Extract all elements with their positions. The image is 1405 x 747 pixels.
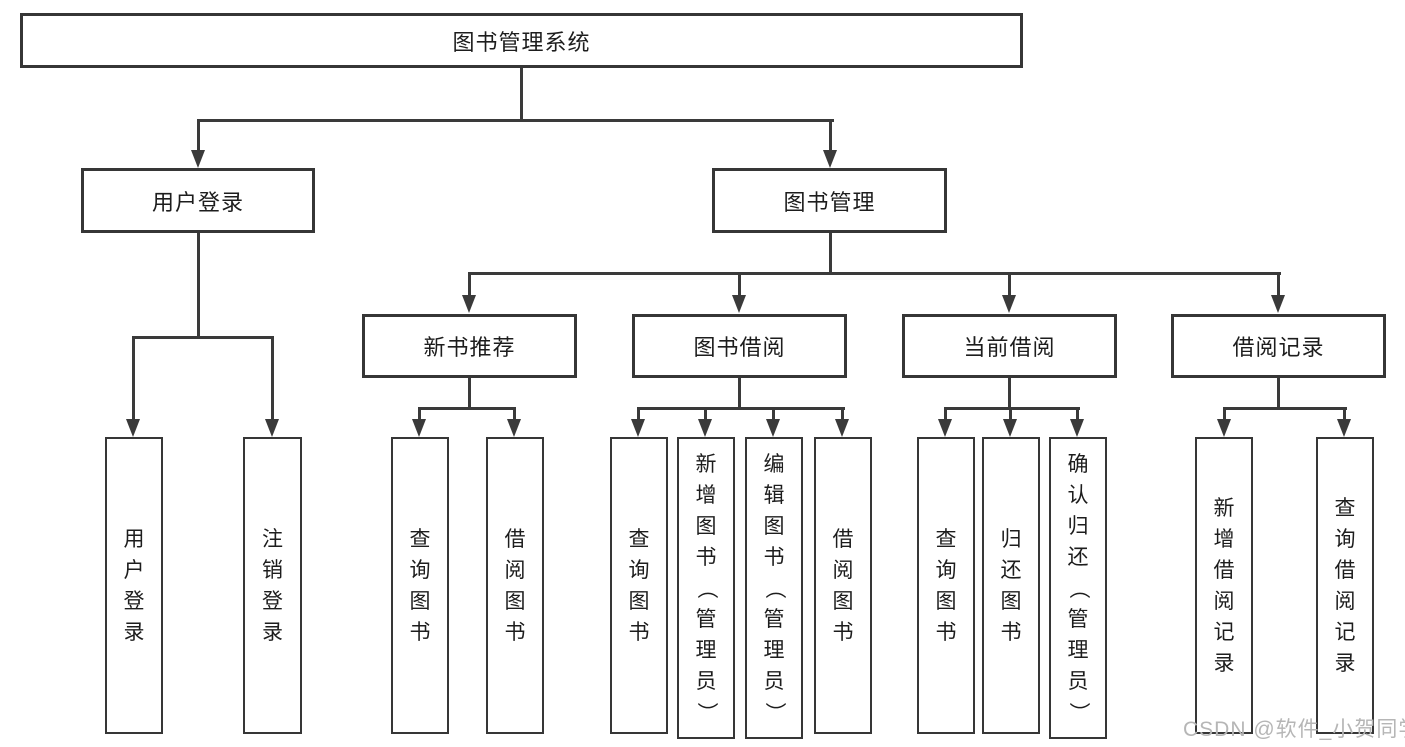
arrowhead-down-icon xyxy=(766,419,780,437)
leaf-query-book-1: 查询图书 xyxy=(391,437,449,734)
node-book-management: 图书管理 xyxy=(712,168,947,233)
leaf-user-login-label: 用户登录 xyxy=(123,527,145,644)
leaf-borrow-book-1: 借阅图书 xyxy=(486,437,544,734)
connector-line xyxy=(944,407,947,421)
leaf-logout: 注销登录 xyxy=(243,437,302,734)
connector-line xyxy=(271,336,274,421)
leaf-confirm-return-admin: 确认归还（管理员） xyxy=(1049,437,1107,739)
arrowhead-down-icon xyxy=(1003,419,1017,437)
connector-line xyxy=(418,407,421,421)
leaf-borrow-book-2: 借阅图书 xyxy=(814,437,872,734)
node-book-management-label: 图书管理 xyxy=(783,189,876,215)
connector-line xyxy=(132,336,274,339)
connector-line xyxy=(637,407,640,421)
arrowhead-down-icon xyxy=(1271,295,1285,313)
csdn-watermark: CSDN @软件_小贺同学 xyxy=(1183,718,1405,741)
arrowhead-down-icon xyxy=(1002,295,1016,313)
arrowhead-down-icon xyxy=(126,419,140,437)
leaf-borrow-book-1-label: 借阅图书 xyxy=(504,527,526,644)
connector-line xyxy=(468,272,471,297)
leaf-add-book-admin: 新增图书（管理员） xyxy=(677,437,735,739)
connector-line xyxy=(418,407,516,410)
leaf-return-book: 归还图书 xyxy=(982,437,1040,734)
leaf-query-book-3-label: 查询图书 xyxy=(935,527,957,644)
connector-line xyxy=(841,407,844,421)
node-user-login-label: 用户登录 xyxy=(151,189,244,215)
node-new-book-recommend-label: 新书推荐 xyxy=(423,335,516,360)
connector-line xyxy=(513,407,516,421)
leaf-query-book-3: 查询图书 xyxy=(917,437,975,734)
connector-line xyxy=(1223,407,1347,410)
connector-line xyxy=(1009,407,1012,421)
arrowhead-down-icon xyxy=(462,295,476,313)
connector-line xyxy=(1277,272,1280,297)
connector-line xyxy=(1008,272,1011,297)
arrowhead-down-icon xyxy=(1070,419,1084,437)
arrowhead-down-icon xyxy=(823,150,837,168)
arrowhead-down-icon xyxy=(1337,419,1351,437)
connector-line xyxy=(1277,378,1280,407)
connector-line xyxy=(468,378,471,407)
node-current-borrow-label: 当前借阅 xyxy=(963,335,1056,360)
leaf-edit-book-admin-label: 编辑图书（管理员） xyxy=(762,452,786,723)
leaf-query-borrow-record: 查询借阅记录 xyxy=(1316,437,1374,734)
connector-line xyxy=(704,407,707,421)
leaf-user-login: 用户登录 xyxy=(105,437,163,734)
connector-line xyxy=(1223,407,1226,421)
leaf-query-book-2: 查询图书 xyxy=(610,437,668,734)
arrowhead-down-icon xyxy=(507,419,521,437)
arrowhead-down-icon xyxy=(412,419,426,437)
leaf-add-borrow-record-label: 新增借阅记录 xyxy=(1213,496,1235,675)
connector-line xyxy=(1076,407,1079,421)
connector-line xyxy=(1343,407,1346,421)
leaf-borrow-book-2-label: 借阅图书 xyxy=(832,527,854,644)
node-borrow-records: 借阅记录 xyxy=(1171,314,1386,378)
connector-line xyxy=(637,407,845,410)
leaf-add-borrow-record: 新增借阅记录 xyxy=(1195,437,1253,734)
node-current-borrow: 当前借阅 xyxy=(902,314,1117,378)
connector-line xyxy=(1008,378,1011,407)
connector-line xyxy=(829,233,832,272)
connector-line xyxy=(132,336,135,421)
arrowhead-down-icon xyxy=(1217,419,1231,437)
connector-line xyxy=(772,407,775,421)
node-book-borrow: 图书借阅 xyxy=(632,314,847,378)
arrowhead-down-icon xyxy=(732,295,746,313)
node-new-book-recommend: 新书推荐 xyxy=(362,314,577,378)
leaf-logout-label: 注销登录 xyxy=(262,527,283,644)
arrowhead-down-icon xyxy=(938,419,952,437)
connector-line xyxy=(468,272,1281,275)
node-book-borrow-label: 图书借阅 xyxy=(693,335,786,360)
connector-line xyxy=(829,119,832,152)
node-borrow-records-label: 借阅记录 xyxy=(1232,335,1325,360)
connector-line xyxy=(197,119,200,152)
leaf-edit-book-admin: 编辑图书（管理员） xyxy=(745,437,803,739)
node-root-label: 图书管理系统 xyxy=(452,29,591,55)
leaf-query-borrow-record-label: 查询借阅记录 xyxy=(1334,496,1356,675)
node-root: 图书管理系统 xyxy=(20,13,1023,68)
arrowhead-down-icon xyxy=(698,419,712,437)
connector-line xyxy=(197,119,834,122)
leaf-query-book-1-label: 查询图书 xyxy=(409,527,431,644)
leaf-return-book-label: 归还图书 xyxy=(1000,527,1022,644)
connector-line xyxy=(197,233,200,336)
connector-line xyxy=(738,378,741,407)
arrowhead-down-icon xyxy=(265,419,279,437)
connector-line xyxy=(944,407,1080,410)
node-user-login: 用户登录 xyxy=(81,168,315,233)
arrowhead-down-icon xyxy=(835,419,849,437)
leaf-confirm-return-admin-label: 确认归还（管理员） xyxy=(1066,452,1090,723)
connector-line xyxy=(738,272,741,297)
arrowhead-down-icon xyxy=(191,150,205,168)
leaf-query-book-2-label: 查询图书 xyxy=(628,527,650,644)
connector-line xyxy=(520,68,523,119)
arrowhead-down-icon xyxy=(631,419,645,437)
leaf-add-book-admin-label: 新增图书（管理员） xyxy=(694,452,718,723)
